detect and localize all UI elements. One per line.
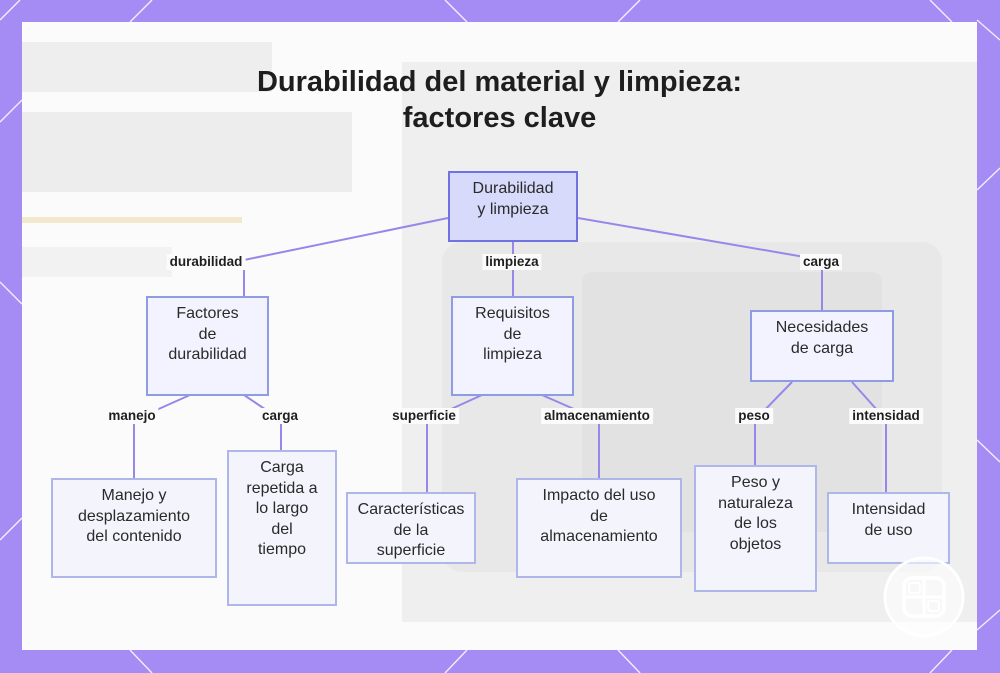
node-text: repetida a bbox=[229, 479, 335, 500]
node-repeated-load: Carga repetida a lo largo del tiempo bbox=[227, 450, 337, 606]
node-text: durabilidad bbox=[148, 345, 267, 366]
node-storage-impact: Impacto del uso de almacenamiento bbox=[516, 478, 682, 578]
edge-root-durability bbox=[244, 218, 448, 296]
node-text: Impacto del uso bbox=[518, 486, 680, 507]
edge-label-superficie: superficie bbox=[389, 408, 459, 424]
node-text: Necesidades bbox=[752, 318, 892, 339]
node-text: de la bbox=[348, 521, 474, 542]
node-handling: Manejo y desplazamiento del contenido bbox=[51, 478, 217, 578]
edge-label-manejo: manejo bbox=[105, 408, 158, 424]
node-cleaning-requirements: Requisitos de limpieza bbox=[451, 296, 574, 396]
node-text: del bbox=[229, 520, 335, 541]
node-text: superficie bbox=[348, 541, 474, 562]
node-text: limpieza bbox=[453, 345, 572, 366]
edge-label-carga-sub: carga bbox=[259, 408, 301, 424]
node-text: Factores bbox=[148, 304, 267, 325]
edge-label-almacenamiento: almacenamiento bbox=[541, 408, 653, 424]
node-text: naturaleza bbox=[696, 494, 815, 515]
edge-label-carga: carga bbox=[800, 254, 842, 270]
node-text: objetos bbox=[696, 535, 815, 556]
edge-label-durabilidad: durabilidad bbox=[167, 254, 246, 270]
node-text: Características bbox=[348, 500, 474, 521]
node-text: tiempo bbox=[229, 540, 335, 561]
edge-label-peso: peso bbox=[735, 408, 773, 424]
node-text: y limpieza bbox=[450, 200, 576, 221]
logo-icon bbox=[882, 555, 966, 639]
node-text: de bbox=[518, 507, 680, 528]
node-text: Manejo y bbox=[53, 486, 215, 507]
node-text: de los bbox=[696, 514, 815, 535]
diagram-panel: Durabilidad del material y limpieza: fac… bbox=[22, 22, 977, 650]
node-intensity: Intensidad de uso bbox=[827, 492, 950, 564]
node-root: Durabilidad y limpieza bbox=[448, 171, 578, 242]
node-text: de uso bbox=[829, 521, 948, 542]
node-text: Requisitos bbox=[453, 304, 572, 325]
node-text: Peso y bbox=[696, 473, 815, 494]
node-text: lo largo bbox=[229, 499, 335, 520]
node-text: almacenamiento bbox=[518, 527, 680, 548]
node-weight-nature: Peso y naturaleza de los objetos bbox=[694, 465, 817, 592]
node-text: desplazamiento bbox=[53, 507, 215, 528]
node-text: del contenido bbox=[53, 527, 215, 548]
edge-intensity bbox=[852, 382, 886, 492]
node-text: Carga bbox=[229, 458, 335, 479]
edge-root-load bbox=[578, 218, 822, 310]
node-text: de bbox=[148, 325, 267, 346]
node-text: Intensidad bbox=[829, 500, 948, 521]
node-surface: Características de la superficie bbox=[346, 492, 476, 564]
edge-label-limpieza: limpieza bbox=[482, 254, 541, 270]
node-durability-factors: Factores de durabilidad bbox=[146, 296, 269, 396]
edge-label-intensidad: intensidad bbox=[849, 408, 923, 424]
node-text: de carga bbox=[752, 339, 892, 360]
node-text: Durabilidad bbox=[450, 179, 576, 200]
node-text: de bbox=[453, 325, 572, 346]
node-load-needs: Necesidades de carga bbox=[750, 310, 894, 382]
